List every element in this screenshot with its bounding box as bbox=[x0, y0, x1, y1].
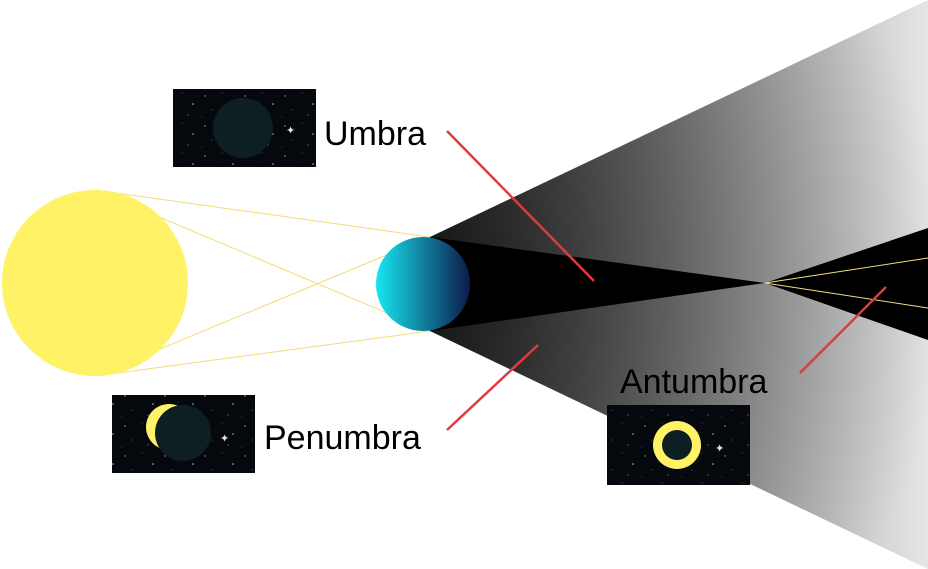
star-sparkle-icon: ✦ bbox=[220, 433, 229, 445]
penumbra-label: Penumbra bbox=[264, 419, 421, 457]
pointer-lines bbox=[446, 130, 887, 431]
antumbra-label: Antumbra bbox=[620, 363, 767, 401]
penumbra-pointer bbox=[446, 344, 539, 431]
umbra-pointer bbox=[446, 130, 595, 282]
total-eclipse-view: ✦ bbox=[173, 89, 316, 167]
sun-icon bbox=[2, 190, 188, 376]
moon-icon bbox=[376, 237, 470, 331]
star-sparkle-icon: ✦ bbox=[286, 125, 295, 137]
ray-antumbra-upper bbox=[764, 257, 928, 284]
ray-upper-outer bbox=[94, 189, 431, 238]
antumbra-pointer bbox=[799, 286, 887, 374]
moon-disc-icon bbox=[155, 405, 211, 461]
antumbra-region bbox=[765, 228, 928, 340]
eclipsed-moon-icon bbox=[213, 98, 273, 158]
annular-eclipse-view: ✦ bbox=[607, 405, 750, 485]
partial-eclipse-view: ✦ bbox=[112, 395, 255, 473]
ray-antumbra-lower bbox=[764, 282, 928, 309]
moon-disc-icon bbox=[662, 430, 692, 460]
umbra-region bbox=[430, 237, 765, 331]
ray-lower-outer bbox=[94, 330, 431, 377]
umbra-label: Umbra bbox=[324, 115, 426, 153]
star-sparkle-icon: ✦ bbox=[715, 443, 724, 455]
